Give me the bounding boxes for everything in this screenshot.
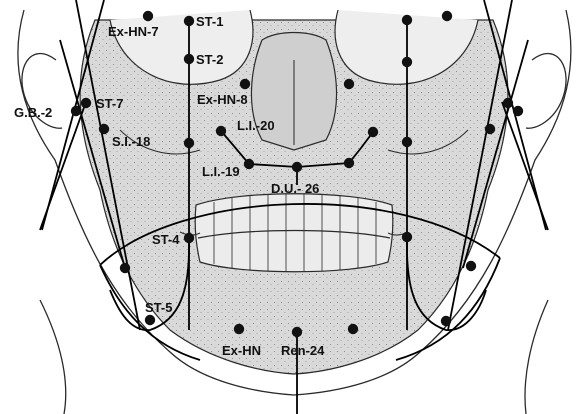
acupoint-st-1 bbox=[184, 16, 194, 26]
acupoint-st-4-right bbox=[402, 232, 412, 242]
acupoint-st-5 bbox=[145, 315, 155, 325]
acupoint-st-3 bbox=[184, 138, 194, 148]
label-li-19: L.I.-19 bbox=[202, 164, 240, 179]
acupoint-st-5-right bbox=[441, 316, 451, 326]
acupoint-li-20-right bbox=[368, 127, 378, 137]
acupoint-st-7-right bbox=[503, 98, 513, 108]
label-st-5: ST-5 bbox=[145, 300, 172, 315]
acupoint-du-26 bbox=[292, 162, 302, 172]
acupoint-gb-2-right bbox=[513, 106, 523, 116]
acupoint-li-19 bbox=[244, 159, 254, 169]
acupoint-si-18-right bbox=[485, 124, 495, 134]
label-ex-hn-8: Ex-HN-8 bbox=[197, 92, 248, 107]
acupoint-ren-24 bbox=[292, 327, 302, 337]
acupoint-ex-hn-8 bbox=[240, 79, 250, 89]
label-ren-24: Ren-24 bbox=[281, 343, 325, 358]
label-st-4: ST-4 bbox=[152, 232, 180, 247]
acupoint-st-6 bbox=[120, 263, 130, 273]
acupoint-ex-hn-8-right bbox=[344, 79, 354, 89]
acupoint-li-19-right bbox=[344, 158, 354, 168]
label-si-18: S.I.-18 bbox=[112, 134, 150, 149]
acupoint-li-20 bbox=[216, 126, 226, 136]
acupoint-st-2-right bbox=[402, 57, 412, 67]
label-ex-hn-7: Ex-HN-7 bbox=[108, 24, 159, 39]
acupoint-st-4 bbox=[184, 233, 194, 243]
acupoint-gb-2 bbox=[71, 106, 81, 116]
label-st-7: ST-7 bbox=[96, 96, 123, 111]
label-du-26: D.U.- 26 bbox=[271, 181, 319, 196]
acupoint-si-18 bbox=[99, 124, 109, 134]
acupoint-ex-hn-7 bbox=[143, 11, 153, 21]
label-gb-2: G.B.-2 bbox=[14, 105, 52, 120]
label-st-1: ST-1 bbox=[196, 14, 223, 29]
acupoint-st-1-right bbox=[402, 15, 412, 25]
acupoint-ex-hn-right bbox=[348, 324, 358, 334]
acupoint-st-6-right bbox=[466, 261, 476, 271]
acupoint-ex-hn bbox=[234, 324, 244, 334]
label-li-20: L.I.-20 bbox=[237, 118, 275, 133]
label-ex-hn: Ex-HN bbox=[222, 343, 261, 358]
acupoint-st-7 bbox=[81, 98, 91, 108]
acupoint-st-3-right bbox=[402, 137, 412, 147]
label-st-2: ST-2 bbox=[196, 52, 223, 67]
acupoint-ex-hn-7-right bbox=[442, 11, 452, 21]
acupoint-st-2 bbox=[184, 54, 194, 64]
